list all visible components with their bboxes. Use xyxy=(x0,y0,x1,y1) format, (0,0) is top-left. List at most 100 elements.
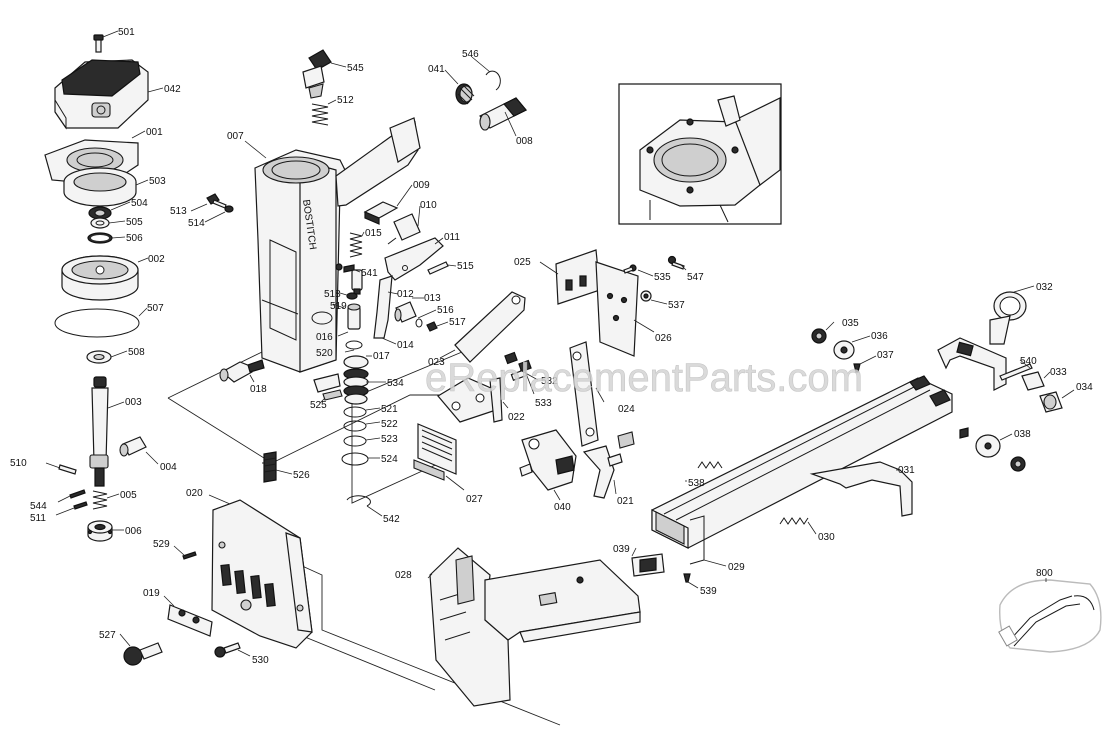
part-labels: 501 042 001 503 504 505 506 002 507 508 … xyxy=(10,27,1093,666)
pin-515 xyxy=(427,261,449,275)
label-532: 532 xyxy=(541,376,558,387)
label-034: 034 xyxy=(1076,382,1093,393)
label-524: 524 xyxy=(381,454,398,465)
inset-detail-view xyxy=(618,83,782,225)
label-523: 523 xyxy=(381,434,398,445)
plate-009 xyxy=(363,201,399,225)
filter-041 xyxy=(455,83,475,105)
label-508: 508 xyxy=(128,347,145,358)
o-ring-516 xyxy=(415,318,423,328)
label-011: 011 xyxy=(444,232,460,243)
washer-505 xyxy=(90,217,110,229)
label-503: 503 xyxy=(149,176,166,187)
tool-800-inset xyxy=(998,579,1102,653)
bolt-527 xyxy=(123,642,163,666)
bracket-019 xyxy=(167,604,213,637)
bracket-032 xyxy=(937,291,1027,391)
label-018: 018 xyxy=(250,384,267,395)
label-514: 514 xyxy=(188,218,205,229)
label-019: 019 xyxy=(143,588,160,599)
label-516: 516 xyxy=(437,305,454,316)
spring-512 xyxy=(311,103,329,126)
screw-530 xyxy=(214,642,241,658)
leader-lines xyxy=(45,30,1075,657)
lever-arm-023 xyxy=(454,291,526,363)
label-001: 001 xyxy=(146,127,163,138)
label-013: 013 xyxy=(424,293,441,304)
label-012: 012 xyxy=(397,289,414,300)
latch-033 xyxy=(1021,371,1045,391)
valve-013 xyxy=(394,301,417,323)
lever-011 xyxy=(384,237,444,281)
spring-034 xyxy=(1039,391,1063,413)
nut-504 xyxy=(88,206,112,220)
screw-510 xyxy=(58,464,77,475)
label-538: 538 xyxy=(688,478,705,489)
label-039: 039 xyxy=(613,544,630,555)
watermark-text: eReplacementParts.com xyxy=(425,356,863,400)
retaining-ring-542 xyxy=(346,495,371,507)
label-003: 003 xyxy=(125,397,142,408)
screw-035 xyxy=(811,328,827,344)
valve-stack-017 xyxy=(343,355,369,405)
label-505: 505 xyxy=(126,217,143,228)
air-fitting-018 xyxy=(219,359,265,383)
label-521: 521 xyxy=(381,404,398,415)
frame-plate-020 xyxy=(211,499,313,649)
label-545: 545 xyxy=(347,63,364,74)
label-032: 032 xyxy=(1036,282,1053,293)
label-041: 041 xyxy=(428,64,445,75)
fitting-545 xyxy=(302,49,332,99)
label-510: 510 xyxy=(10,458,27,469)
screw-513 xyxy=(206,193,227,209)
label-007: 007 xyxy=(227,131,244,142)
nose-casting-028 xyxy=(429,547,641,707)
screw-535 xyxy=(623,264,637,274)
label-005: 005 xyxy=(120,490,137,501)
label-028: 028 xyxy=(395,570,412,581)
label-025: 025 xyxy=(514,257,531,268)
label-020: 020 xyxy=(186,488,203,499)
o-rings-521-524 xyxy=(341,406,369,466)
clip-010 xyxy=(387,213,421,245)
label-010: 010 xyxy=(420,200,437,211)
label-517: 517 xyxy=(449,317,466,328)
magazine-channel-029 xyxy=(651,375,953,565)
label-022: 022 xyxy=(508,412,525,423)
label-008: 008 xyxy=(516,136,533,147)
follower-track-031 xyxy=(809,461,913,517)
label-504: 504 xyxy=(131,198,148,209)
spring-538 xyxy=(697,461,723,469)
screw-037 xyxy=(853,363,861,373)
linkage-022 xyxy=(437,377,503,423)
clip-525 xyxy=(322,389,343,401)
pin-537 xyxy=(640,290,652,302)
label-520: 520 xyxy=(316,348,333,359)
label-017: 017 xyxy=(373,351,390,362)
label-800: 800 xyxy=(1036,568,1053,579)
o-ring-520 xyxy=(345,340,363,350)
label-540: 540 xyxy=(1020,356,1037,367)
label-009: 009 xyxy=(413,180,430,191)
label-515: 515 xyxy=(457,261,474,272)
spring-526 xyxy=(263,451,277,483)
label-002: 002 xyxy=(148,254,165,265)
piston-002 xyxy=(61,255,139,301)
label-016: 016 xyxy=(316,332,333,343)
driver-blade-003 xyxy=(89,376,109,487)
link-plate-024 xyxy=(569,341,599,447)
end-cap-039 xyxy=(631,553,665,577)
label-042: 042 xyxy=(164,84,181,95)
label-006: 006 xyxy=(125,526,142,537)
o-ring-506 xyxy=(87,232,113,244)
screw-547 xyxy=(667,255,685,270)
spring-021 xyxy=(582,431,635,499)
washers-518-519 xyxy=(311,292,358,325)
label-518: 518 xyxy=(324,289,341,300)
label-535: 535 xyxy=(654,272,671,283)
label-014: 014 xyxy=(397,340,414,351)
pins-532-533 xyxy=(504,351,532,381)
valve-stem-016 xyxy=(347,303,361,330)
label-526: 526 xyxy=(293,470,310,481)
